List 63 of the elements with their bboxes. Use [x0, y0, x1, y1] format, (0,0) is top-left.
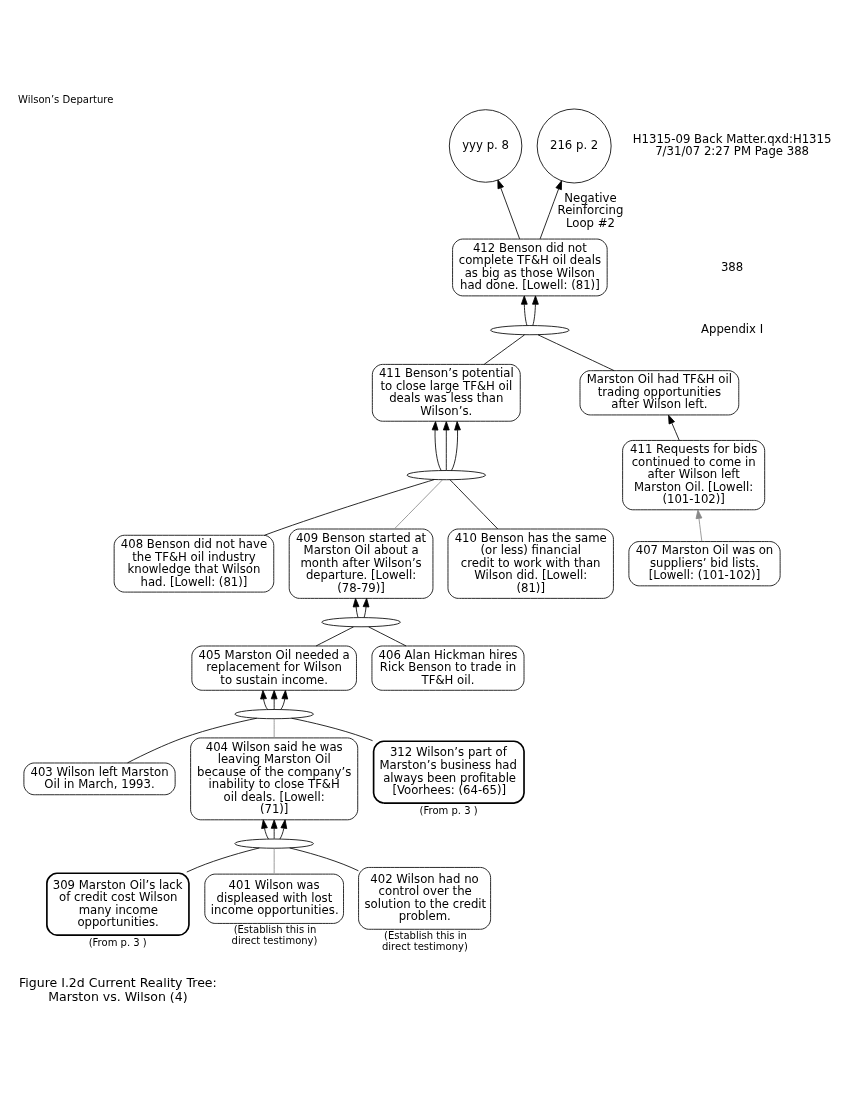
arrow — [539, 180, 562, 240]
connector — [289, 847, 359, 872]
diagram-title: Wilson’s Departure — [18, 93, 114, 105]
connector — [483, 334, 525, 365]
node-box: 404 Wilson said he was leaving Marston Oil because of the company’s inability to close TF&H oil deals. [Lowell: (71)] — [190, 737, 359, 821]
node-label: (Establish this in direct testimony) — [231, 924, 318, 946]
connector — [315, 626, 355, 647]
node-box: 411 Benson’s potential to close large TF&H oil deals was less than Wilson’s. — [371, 363, 521, 422]
node-label: (From p. 3 ) — [419, 804, 478, 816]
caption: Figure I.2d Current Reality Tree: Marston vs. Wilson (4) — [19, 974, 217, 1005]
label: H1315-09 Back Matter.qxd:H1315 7/31/07 2:27 PM Page 388 — [632, 131, 832, 159]
connector — [449, 479, 499, 530]
arrow — [270, 690, 278, 710]
node-box: 402 Wilson had no control over the solution to the credit problem. — [358, 867, 492, 930]
arrow — [532, 295, 539, 326]
arrow — [279, 819, 288, 840]
arrow — [442, 421, 450, 471]
arrow — [451, 421, 461, 471]
arrow — [260, 690, 268, 710]
node-box: 405 Marston Oil needed a replacement for Wilson to sustain income. — [191, 645, 357, 691]
arrow — [270, 819, 278, 840]
connector — [537, 334, 615, 372]
arrow — [520, 295, 528, 326]
node-box: 412 Benson did not complete TF&H oil deals as big as those Wilson had done. [Lowell: (81)] — [452, 238, 608, 297]
node-box: 403 Wilson left Marston Oil in March, 1993. — [23, 762, 176, 796]
arrow — [352, 598, 360, 618]
arrow — [695, 509, 703, 542]
arrow — [261, 819, 269, 840]
connector — [368, 626, 407, 647]
arrow — [280, 690, 289, 710]
connector — [273, 848, 275, 874]
node-box: 312 Wilson’s part of Marston’s business had always been profitable [Voorhees: (64-65)] — [372, 740, 525, 804]
node-label: (Establish this in direct testimony) — [381, 929, 468, 952]
node-ellipse — [406, 470, 486, 481]
node-label: (From p. 3 ) — [88, 936, 147, 948]
label: Appendix I — [701, 322, 764, 337]
arrow — [497, 179, 520, 240]
node-circle: 216 p. 2 — [536, 108, 612, 184]
connector — [127, 717, 258, 764]
connector — [291, 717, 373, 742]
connector — [186, 847, 260, 873]
node-box: 406 Alan Hickman hires Rick Benson to trade in TF&H oil. — [371, 645, 525, 691]
connector — [273, 718, 275, 739]
connector — [393, 479, 444, 530]
node-box: 408 Benson did not have the TF&H oil industry knowledge that Wilson had. [Lowell: (81)] — [113, 534, 275, 593]
label: 388 — [720, 259, 744, 274]
node-box: Marston Oil had TF&H oil trading opportunities after Wilson left. — [579, 370, 740, 416]
node-ellipse — [490, 325, 570, 336]
node-box: 309 Marston Oil’s lack of credit cost Wilson many income opportunities. — [46, 872, 190, 936]
node-ellipse — [234, 838, 314, 849]
node-box: 411 Requests for bids continued to come in after Wilson left Marston Oil. [Lowell: (101-102)] — [622, 440, 766, 511]
node-box: 401 Wilson was displeased with lost income opportunities. — [204, 873, 344, 924]
node-box: 409 Benson started at Marston Oil about a month after Wilson’s departure. [Lowell: (78-79)] — [288, 528, 434, 599]
node-ellipse — [234, 709, 314, 720]
node-circle: yyy p. 8 — [448, 109, 523, 183]
node-box: 410 Benson has the same (or less) financial credit to work with than Wilson did. [Lowell: (81)] — [447, 528, 614, 599]
node-ellipse — [321, 617, 401, 628]
connector — [264, 479, 435, 536]
edge-label: Negative Reinforcing Loop #2 — [557, 190, 624, 230]
arrow — [431, 421, 442, 471]
node-box: 407 Marston Oil was on suppliers’ bid lists. [Lowell: (101-102)] — [628, 541, 781, 587]
arrow — [362, 598, 370, 618]
arrow — [668, 414, 680, 441]
